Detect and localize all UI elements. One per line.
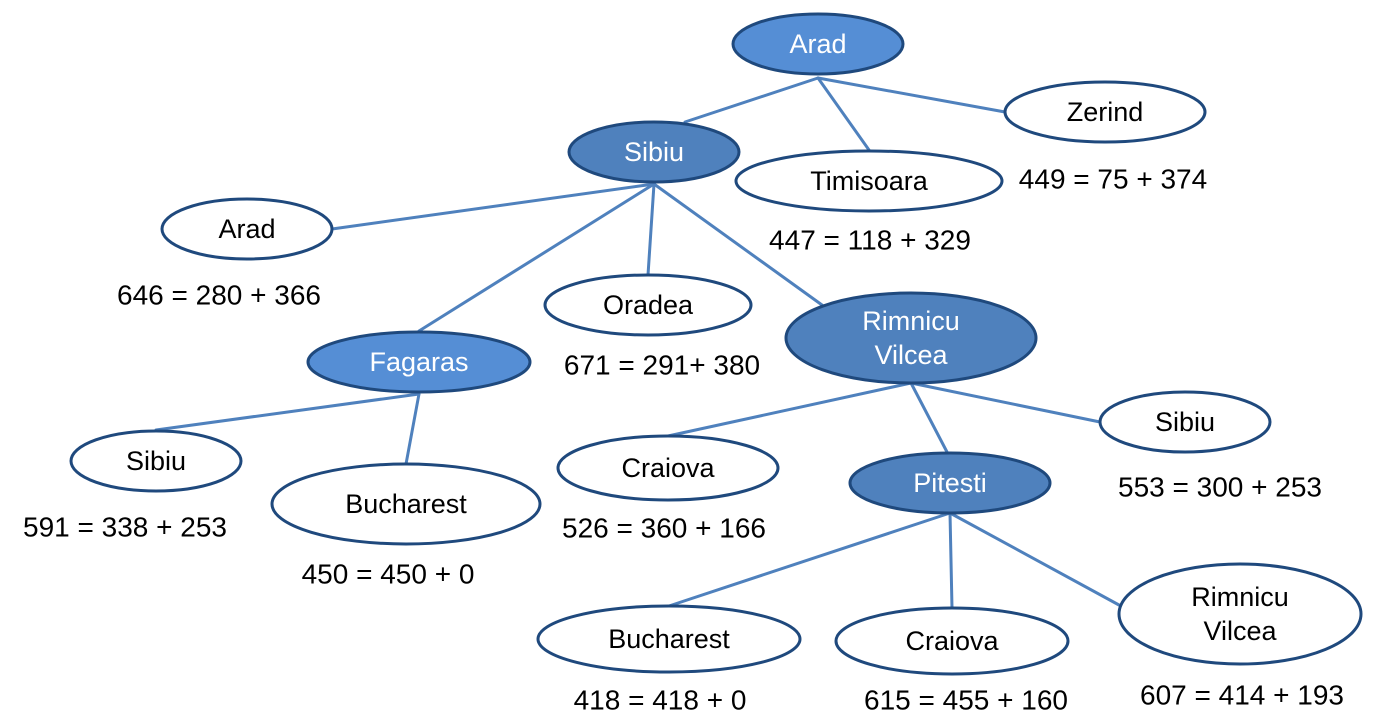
node-ellipse [784, 291, 1038, 385]
node-ellipse [270, 462, 542, 546]
node-label: Rimnicu [862, 306, 960, 336]
node-craiova-r: Craiova [556, 434, 780, 502]
node-ellipse [160, 197, 334, 261]
node-ellipse [1098, 390, 1272, 454]
node-label: Pitesti [913, 468, 987, 498]
edge-sibiu-to-oradea [646, 182, 656, 277]
node-label: Vilcea [874, 340, 948, 370]
node-ellipse [69, 429, 243, 493]
edge-sibiu-to-rimnicu [652, 182, 824, 307]
node-craiova-p: Craiova [834, 606, 1070, 676]
edge-fagaras-to-bucharest_f [404, 392, 421, 466]
cost-label-sibiu-f: 591 = 338 + 253 [23, 512, 227, 543]
node-oradea: Oradea [543, 273, 753, 337]
node-label: Craiova [621, 453, 715, 483]
node-arad-2: Arad [160, 197, 334, 261]
cost-label-oradea: 671 = 291+ 380 [564, 350, 760, 381]
node-fagaras: Fagaras [306, 330, 532, 394]
costs-layer: 447 = 118 + 329 449 = 75 + 374 646 = 280 +… [23, 164, 1344, 716]
node-label: Fagaras [369, 347, 468, 377]
node-label: Bucharest [608, 624, 730, 654]
node-label: Rimnicu [1191, 582, 1289, 612]
edge-sibiu-to-arad_2 [330, 182, 656, 231]
node-zerind: Zerind [1003, 80, 1207, 144]
edges-layer [154, 76, 1121, 610]
edge-arad_root-to-timisoara [816, 76, 871, 152]
node-ellipse [556, 434, 780, 502]
edge-fagaras-to-sibiu_f [154, 392, 421, 432]
edge-rimnicu-to-pitesti [909, 381, 949, 454]
node-ellipse [1117, 562, 1363, 666]
edge-pitesti-to-rimnicu_p [948, 511, 1121, 607]
node-ellipse [543, 273, 753, 337]
node-ellipse [731, 12, 905, 76]
node-label: Vilcea [1203, 616, 1277, 646]
node-label: Sibiu [624, 137, 684, 167]
node-ellipse [734, 149, 1004, 213]
cost-label-zerind: 449 = 75 + 374 [1019, 164, 1207, 195]
node-label: Sibiu [1155, 407, 1215, 437]
edge-sibiu-to-fagaras [417, 182, 656, 333]
node-ellipse [1003, 80, 1207, 144]
node-pitesti: Pitesti [848, 451, 1052, 515]
node-label: Arad [218, 214, 275, 244]
edge-rimnicu-to-sibiu_r [909, 381, 1102, 424]
node-label: Sibiu [126, 446, 186, 476]
edge-arad_root-to-zerind [816, 76, 1007, 114]
node-label: Craiova [905, 626, 999, 656]
edge-pitesti-to-craiova_p [948, 511, 954, 610]
cost-label-craiova-p: 615 = 455 + 160 [864, 685, 1068, 716]
node-timisoara: Timisoara [734, 149, 1004, 213]
node-sibiu-f: Sibiu [69, 429, 243, 493]
node-bucharest-f: Bucharest [270, 462, 542, 546]
node-ellipse [536, 604, 802, 674]
node-label: Bucharest [345, 489, 467, 519]
cost-label-bucharest-p: 418 = 418 + 0 [574, 685, 747, 716]
edge-arad_root-to-sibiu [683, 76, 820, 124]
node-label: Oradea [603, 290, 694, 320]
node-sibiu-r: Sibiu [1098, 390, 1272, 454]
cost-label-bucharest-f: 450 = 450 + 0 [302, 559, 475, 590]
node-ellipse [848, 451, 1052, 515]
node-label: Zerind [1067, 97, 1144, 127]
cost-label-arad-2: 646 = 280 + 366 [117, 280, 321, 311]
edge-rimnicu-to-craiova_r [666, 381, 913, 438]
nodes-layer: AradSibiuTimisoaraZerindAradFagarasOrade… [69, 12, 1363, 676]
cost-label-rimnicu-p: 607 = 414 + 193 [1140, 680, 1344, 711]
node-ellipse [567, 120, 741, 184]
cost-label-sibiu-r: 553 = 300 + 253 [1118, 472, 1322, 503]
node-bucharest-p: Bucharest [536, 604, 802, 674]
cost-label-timisoara: 447 = 118 + 329 [769, 225, 971, 256]
node-label: Arad [789, 29, 846, 59]
node-sibiu: Sibiu [567, 120, 741, 184]
node-label: Timisoara [810, 166, 929, 196]
node-ellipse [306, 330, 532, 394]
edge-pitesti-to-bucharest_p [667, 511, 952, 608]
node-arad-root: Arad [731, 12, 905, 76]
cost-label-craiova-r: 526 = 360 + 166 [562, 513, 766, 544]
node-ellipse [834, 606, 1070, 676]
